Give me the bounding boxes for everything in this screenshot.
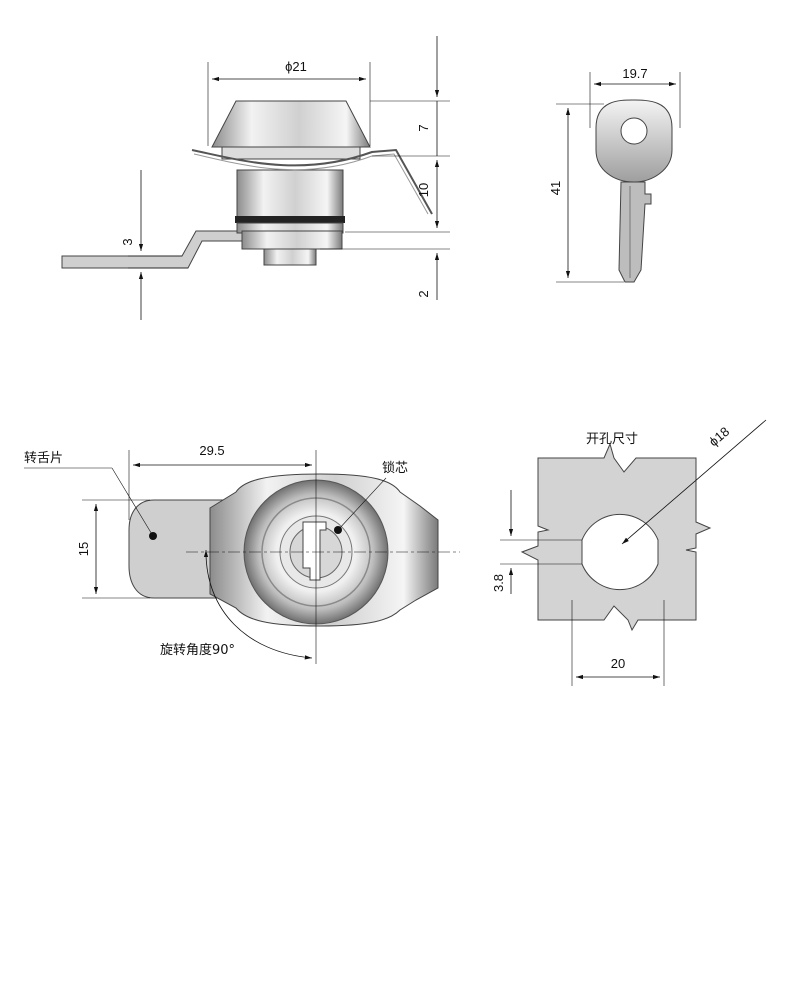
front-rotation-arc	[205, 551, 313, 660]
side-spring-clip	[191, 148, 433, 215]
side-view: ϕ21 7 10 2 3	[61, 36, 450, 320]
cutout-width-label: 20	[611, 656, 625, 671]
front-keyway	[302, 521, 327, 581]
cutout-diameter-label: ϕ18	[706, 424, 732, 449]
front-view: 29.5 15 转舌片 锁芯 旋转角度90°	[24, 443, 460, 664]
key-hole	[620, 117, 648, 145]
cutout-title: 开孔尺寸	[586, 432, 638, 447]
key-height-label: 41	[548, 181, 563, 195]
front-cam-label: 转舌片	[24, 451, 63, 466]
side-dim-3: 3	[120, 238, 135, 245]
side-dim-7: 7	[416, 124, 431, 131]
front-rotation-label: 旋转角度90°	[160, 642, 235, 658]
side-diameter-label: ϕ21	[285, 59, 307, 74]
side-nut	[241, 230, 343, 250]
side-lock-body	[236, 169, 344, 218]
key-width-label: 19.7	[622, 66, 647, 81]
key-view: 19.7 41	[548, 66, 681, 283]
cutout-hole	[581, 513, 659, 591]
side-o-ring	[235, 216, 345, 223]
side-lock-head	[211, 100, 371, 148]
front-length-label: 29.5	[199, 443, 224, 458]
front-height-label: 15	[76, 542, 91, 556]
cutout-flat-label: 3.8	[491, 574, 506, 592]
side-dim-10: 10	[416, 183, 431, 197]
key-blade	[618, 181, 652, 283]
side-dim-2: 2	[416, 290, 431, 297]
side-tail	[263, 248, 317, 266]
cutout-view: 开孔尺寸 ϕ18 3.8 20	[491, 419, 767, 686]
front-core-label: 锁芯	[382, 460, 408, 476]
